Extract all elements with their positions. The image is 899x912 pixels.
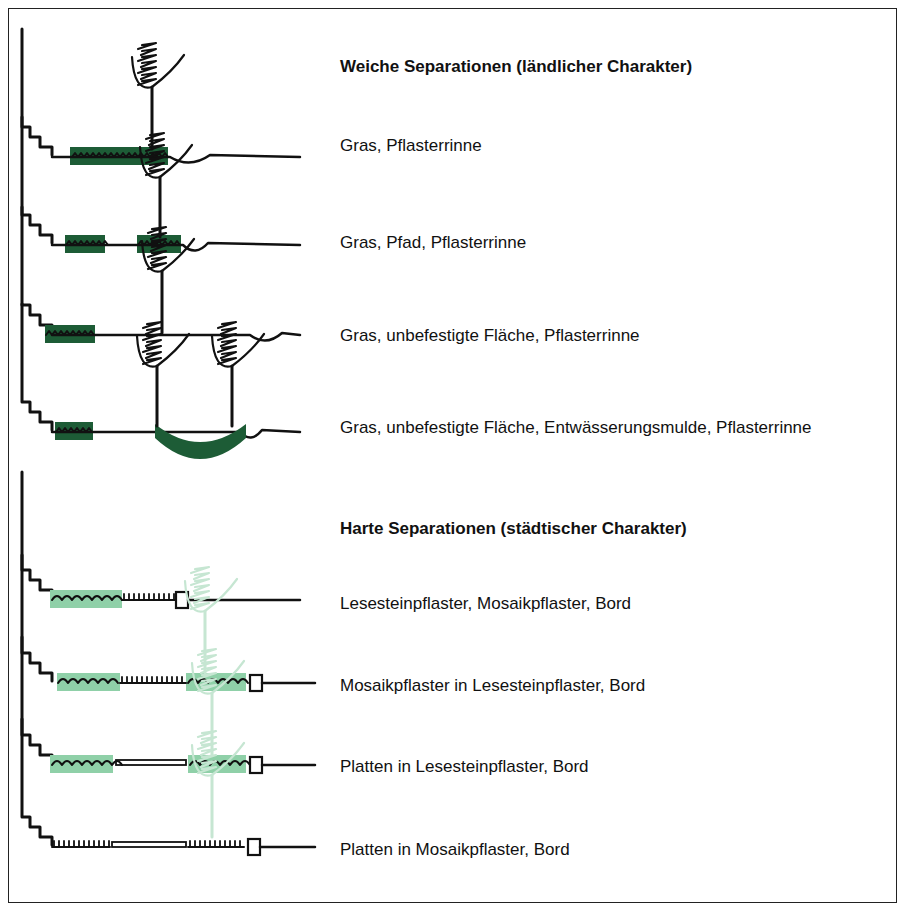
variant-label: Gras, Pfad, Pflasterrinne [340, 231, 880, 255]
drainage-swale [155, 424, 246, 459]
sketch-stroke [212, 334, 264, 367]
sketch-stroke [124, 594, 174, 600]
tree-crown [198, 649, 216, 691]
sketch-stroke [122, 677, 182, 683]
variant-label: Gras, Pflasterrinne [340, 134, 880, 158]
house-wall [22, 207, 52, 333]
house-wall [22, 719, 52, 845]
tree-crown [148, 227, 166, 269]
sketch-stroke [192, 743, 244, 776]
ground-line [52, 430, 300, 438]
section-heading: Harte Separationen (städtischer Charakte… [340, 517, 880, 541]
tree-crown [146, 133, 164, 175]
slab [116, 760, 186, 765]
sketch-stroke [54, 841, 109, 847]
tree-trunk [156, 366, 159, 426]
tree-trunk [161, 271, 164, 333]
sketch-stroke [190, 841, 240, 847]
curb [248, 839, 260, 855]
sketch-stroke [52, 596, 122, 600]
ground-line [262, 764, 315, 767]
sketch-stroke [140, 145, 192, 178]
curb [250, 757, 262, 773]
slab [112, 842, 186, 847]
sketch-group [22, 29, 315, 855]
house-wall [22, 555, 52, 681]
frame [9, 9, 897, 903]
sketch-stroke [142, 239, 194, 272]
variant-label: Mosaikpflaster in Lesesteinpflaster, Bor… [340, 674, 880, 698]
house-wall [22, 304, 52, 430]
curb [250, 675, 262, 691]
tree-trunk [211, 775, 214, 837]
variant-label: Gras, unbefestigte Fläche, Entwässerungs… [340, 416, 840, 440]
section-heading: Weiche Separationen (ländlicher Charakte… [340, 55, 880, 79]
tree-crown [191, 567, 209, 609]
variant-label: Lesesteinpflaster, Mosaikpflaster, Bord [340, 592, 880, 616]
variant-label: Gras, unbefestigte Fläche, Pflasterrinne [340, 324, 880, 348]
house-wall [22, 29, 52, 155]
tree-crown [143, 322, 161, 364]
variant-label: Platten in Lesesteinpflaster, Bord [340, 755, 880, 779]
ground-line [262, 682, 315, 685]
tree-crown [198, 731, 216, 773]
sketch-stroke [188, 679, 248, 683]
house-wall [22, 117, 52, 243]
sketch-stroke [132, 55, 184, 88]
green-band [57, 673, 120, 691]
green-band [50, 590, 122, 608]
ground-line [260, 846, 315, 849]
tree-crown [138, 43, 156, 85]
sketch-stroke [185, 579, 237, 612]
tree-crown [218, 322, 236, 364]
sketch-stroke [52, 761, 122, 765]
house-wall [22, 472, 52, 598]
sketch-stroke [58, 679, 118, 683]
sketch-stroke [192, 661, 244, 694]
house-wall [22, 637, 52, 763]
ground-line [52, 243, 300, 251]
sketch-stroke [52, 846, 110, 848]
ground-line [52, 155, 300, 163]
tree-trunk [231, 366, 234, 426]
variant-label: Platten in Mosaikpflaster, Bord [340, 838, 880, 862]
sketch-stroke [137, 334, 189, 367]
